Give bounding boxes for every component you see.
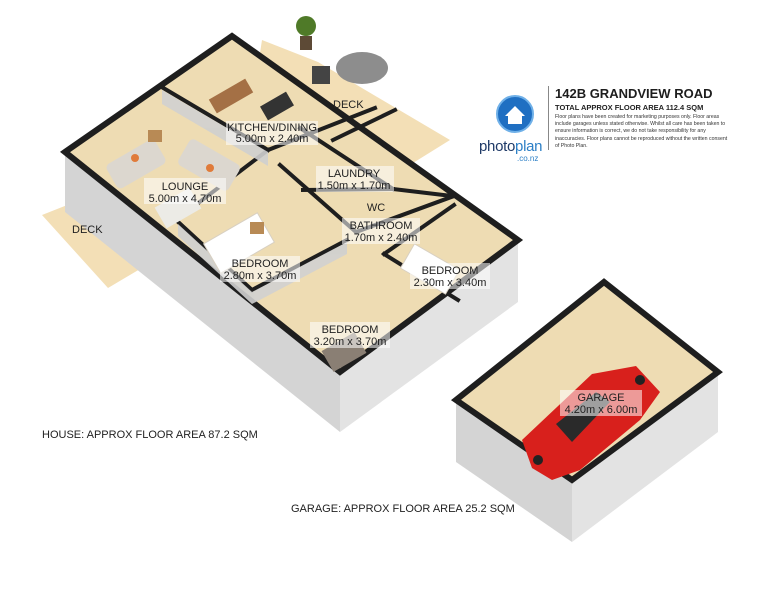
garage-floor-area-note: GARAGE: APPROX FLOOR AREA 25.2 SQM [291,503,515,515]
deck-furniture [296,16,388,84]
deck-left-label: DECK [72,224,103,236]
garage-size: 4.20m x 6.00m [565,404,638,416]
logo-word-main: photo [479,138,516,155]
photoplan-logo: photoplan .co.nz [479,90,549,163]
garage-name: GARAGE [577,392,624,404]
bathroom-name: BATHROOM [350,220,413,232]
laundry-name: LAUNDRY [328,168,381,180]
lounge-size: 5.00m x 4.70m [149,193,222,205]
house-floor-area-note: HOUSE: APPROX FLOOR AREA 87.2 SQM [42,429,258,441]
lounge-name: LOUNGE [162,181,208,193]
logo-wordmark: photoplan [479,138,559,155]
house-icon [496,95,534,133]
house-side-wall-left [65,152,340,432]
laundry-size: 1.50m x 1.70m [318,180,391,192]
title-block: 142B GRANDVIEW ROAD TOTAL APPROX FLOOR A… [548,86,761,151]
house-floor [65,36,518,372]
bedroom-3-size: 3.20m x 3.70m [314,336,387,348]
garage-side-left [456,400,572,542]
property-address: 142B GRANDVIEW ROAD [555,86,713,101]
deck-top-label: DECK [333,99,364,111]
garage-side-right [572,372,718,542]
bedroom-3-name: BEDROOM [322,324,379,336]
bedroom-2-name: BEDROOM [422,265,479,277]
bedroom-1-size: 2.80m x 3.70m [224,270,297,282]
bathroom-size: 1.70m x 2.40m [345,232,418,244]
plan-header: photoplan .co.nz 142B GRANDVIEW ROAD TOT… [474,86,754,166]
kitchen-size: 5.00m x 2.40m [236,133,309,145]
kitchen-furniture [208,78,294,121]
house-side-wall-right [340,242,518,432]
bedroom-1-name: BEDROOM [232,258,289,270]
wc-name: WC [367,202,385,214]
kitchen-name: KITCHEN/DINING [227,122,317,134]
logo-tld: .co.nz [517,154,539,163]
disclaimer-text: Floor plans have been created for market… [555,114,728,149]
total-floor-area: TOTAL APPROX FLOOR AREA 112.4 SQM [555,103,704,112]
bedroom-2-size: 2.30m x 3.40m [414,277,487,289]
room-label-backgrounds [144,121,642,416]
logo-word-accent: plan [515,138,543,155]
